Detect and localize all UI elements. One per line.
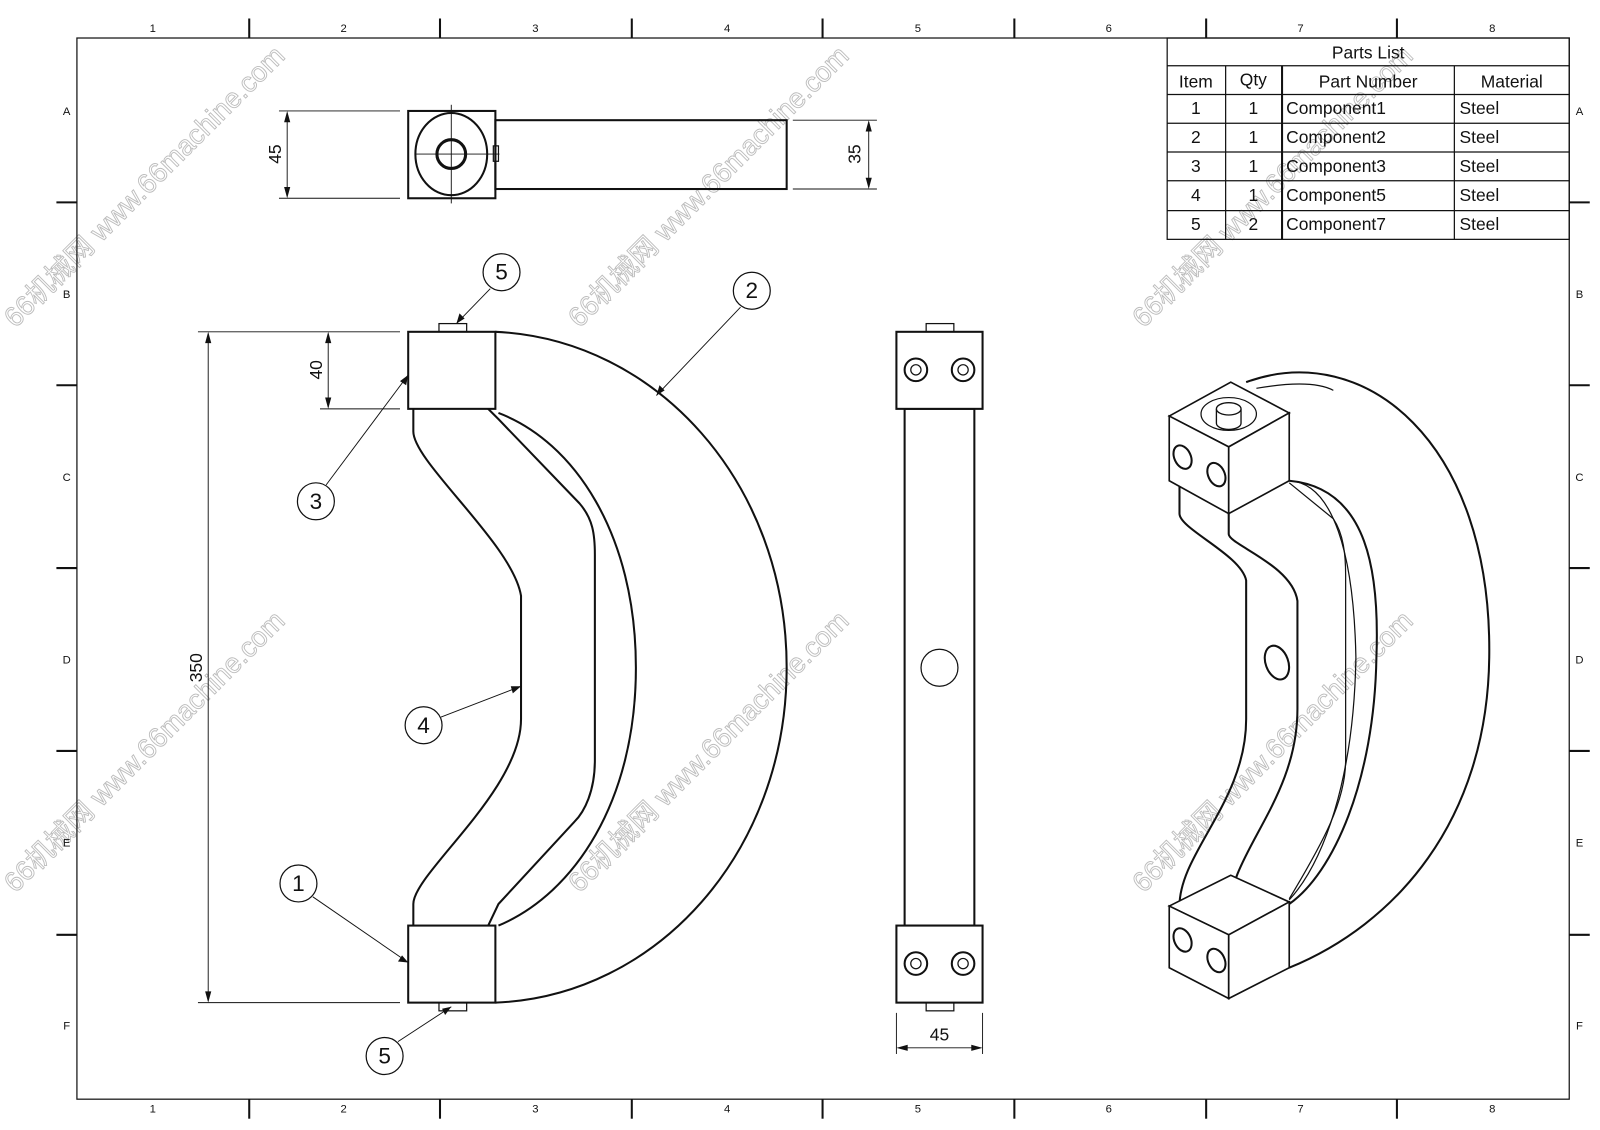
cell-item: 3 — [1191, 156, 1201, 176]
zone-column-label-top: 7 — [1297, 23, 1303, 35]
zone-row-label-left: C — [63, 472, 71, 484]
zone-column-label-top: 4 — [724, 23, 730, 35]
balloon-top-block: 3 — [310, 489, 323, 514]
cell-item: 4 — [1191, 185, 1201, 205]
watermark-text: 66机械网 www.66machine.com — [562, 40, 855, 333]
header-part-number: Part Number — [1319, 71, 1418, 91]
cell-item: 2 — [1191, 127, 1201, 147]
header-item: Item — [1179, 71, 1213, 91]
top-view: 45 35 — [265, 104, 877, 204]
cell-part-number: Component2 — [1286, 127, 1386, 147]
zone-row-label-left: F — [63, 1020, 70, 1032]
parts-list-row: 5 2 Component7 Steel — [1191, 214, 1499, 234]
parts-list-row: 3 1 Component3 Steel — [1191, 156, 1499, 176]
balloon-inner-bar: 4 — [417, 713, 430, 738]
parts-list-border — [1166, 37, 1570, 240]
balloon-bottom-pin: 5 — [378, 1044, 391, 1069]
dim-top-view-bar: 35 — [845, 144, 865, 163]
header-material: Material — [1481, 71, 1543, 91]
zone-row-label-right: E — [1576, 837, 1584, 849]
cell-part-number: Component7 — [1286, 214, 1386, 234]
zone-row-label-left: D — [63, 655, 71, 667]
dim-side-width: 45 — [930, 1025, 949, 1045]
side-view: 45 — [895, 322, 984, 1054]
front-view: 350 40 — [186, 322, 788, 1012]
dim-top-view-height: 45 — [265, 144, 285, 163]
cell-item: 5 — [1191, 214, 1201, 234]
dim-front-overall: 350 — [186, 653, 206, 682]
zone-column-label-bottom: 7 — [1297, 1104, 1303, 1116]
cell-material: Steel — [1459, 214, 1499, 234]
isometric-view — [1167, 371, 1491, 1000]
zone-column-label-bottom: 8 — [1489, 1104, 1495, 1116]
cell-part-number: Component1 — [1286, 98, 1386, 118]
parts-list-row: 4 1 Component5 Steel — [1191, 185, 1499, 205]
cell-qty: 2 — [1248, 214, 1258, 234]
parts-list-row: 2 1 Component2 Steel — [1191, 127, 1499, 147]
zone-column-label-top: 8 — [1489, 23, 1495, 35]
header-qty: Qty — [1240, 69, 1267, 89]
cell-material: Steel — [1459, 185, 1499, 205]
zone-row-label-right: A — [1576, 106, 1584, 118]
balloons: 5 2 3 4 1 5 — [279, 253, 771, 1076]
zone-column-label-bottom: 3 — [532, 1104, 538, 1116]
watermark-text: 66机械网 www.66machine.com — [0, 40, 290, 333]
zone-column-label-bottom: 5 — [915, 1104, 921, 1116]
zone-row-label-left: A — [63, 106, 71, 118]
zone-row-label-right: B — [1576, 289, 1584, 301]
cell-material: Steel — [1459, 156, 1499, 176]
cell-qty: 1 — [1248, 98, 1258, 118]
cell-qty: 1 — [1248, 156, 1258, 176]
zone-row-label-left: E — [63, 837, 71, 849]
cell-part-number: Component3 — [1286, 156, 1386, 176]
cell-qty: 1 — [1248, 185, 1258, 205]
cell-part-number: Component5 — [1286, 185, 1386, 205]
zone-row-label-right: D — [1575, 655, 1583, 667]
cell-qty: 1 — [1248, 127, 1258, 147]
cell-item: 1 — [1191, 98, 1201, 118]
cell-material: Steel — [1459, 127, 1499, 147]
balloon-bottom-block: 1 — [292, 871, 305, 896]
parts-list-row: 1 1 Component1 Steel — [1191, 98, 1499, 118]
dim-front-block: 40 — [306, 360, 326, 380]
zone-row-label-right: C — [1575, 472, 1583, 484]
zone-column-label-bottom: 2 — [340, 1104, 346, 1116]
zone-row-label-right: F — [1576, 1020, 1583, 1032]
zone-column-label-top: 6 — [1106, 23, 1112, 35]
balloon-top-pin: 5 — [495, 260, 508, 285]
zone-column-label-top: 5 — [915, 23, 921, 35]
watermark-text: 66机械网 www.66machine.com — [1126, 605, 1419, 898]
parts-list-title: Parts List — [1332, 43, 1405, 63]
zone-column-label-bottom: 1 — [150, 1104, 156, 1116]
zone-column-label-bottom: 6 — [1106, 1104, 1112, 1116]
parts-list: Parts List Item Qty Part Number Material… — [1166, 37, 1570, 240]
watermark-text: 66机械网 www.66machine.com — [562, 605, 855, 898]
zone-column-label-top: 2 — [340, 23, 346, 35]
balloon-arc: 2 — [746, 278, 759, 303]
zone-column-label-top: 3 — [532, 23, 538, 35]
zone-column-label-bottom: 4 — [724, 1104, 730, 1116]
zone-row-label-left: B — [63, 289, 71, 301]
zone-column-label-top: 1 — [150, 23, 156, 35]
watermark-text: 66机械网 www.66machine.com — [0, 605, 290, 898]
cell-material: Steel — [1459, 98, 1499, 118]
